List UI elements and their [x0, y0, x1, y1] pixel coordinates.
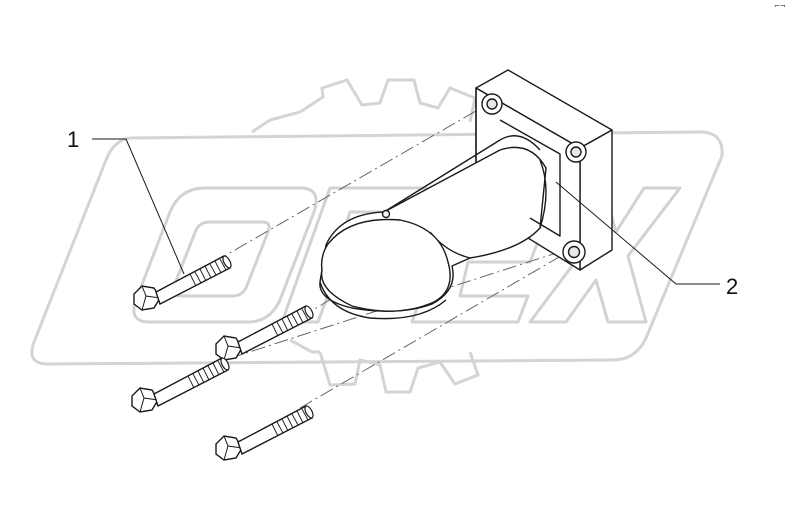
bolt-2: [215, 304, 316, 361]
bracket-part: [319, 69, 613, 320]
leader-lines: [92, 138, 720, 285]
watermark-frame: [30, 130, 724, 366]
bolt-3: [131, 356, 232, 413]
corner-mark: ⌐¬: [774, 2, 786, 10]
leader-line-1: [92, 138, 185, 275]
bolt-4: [215, 404, 316, 461]
callout-label-1: 1: [67, 127, 80, 152]
callout-label-2: 2: [726, 274, 739, 299]
leader-line-2: [555, 181, 720, 285]
watermark-gear: [251, 78, 480, 394]
